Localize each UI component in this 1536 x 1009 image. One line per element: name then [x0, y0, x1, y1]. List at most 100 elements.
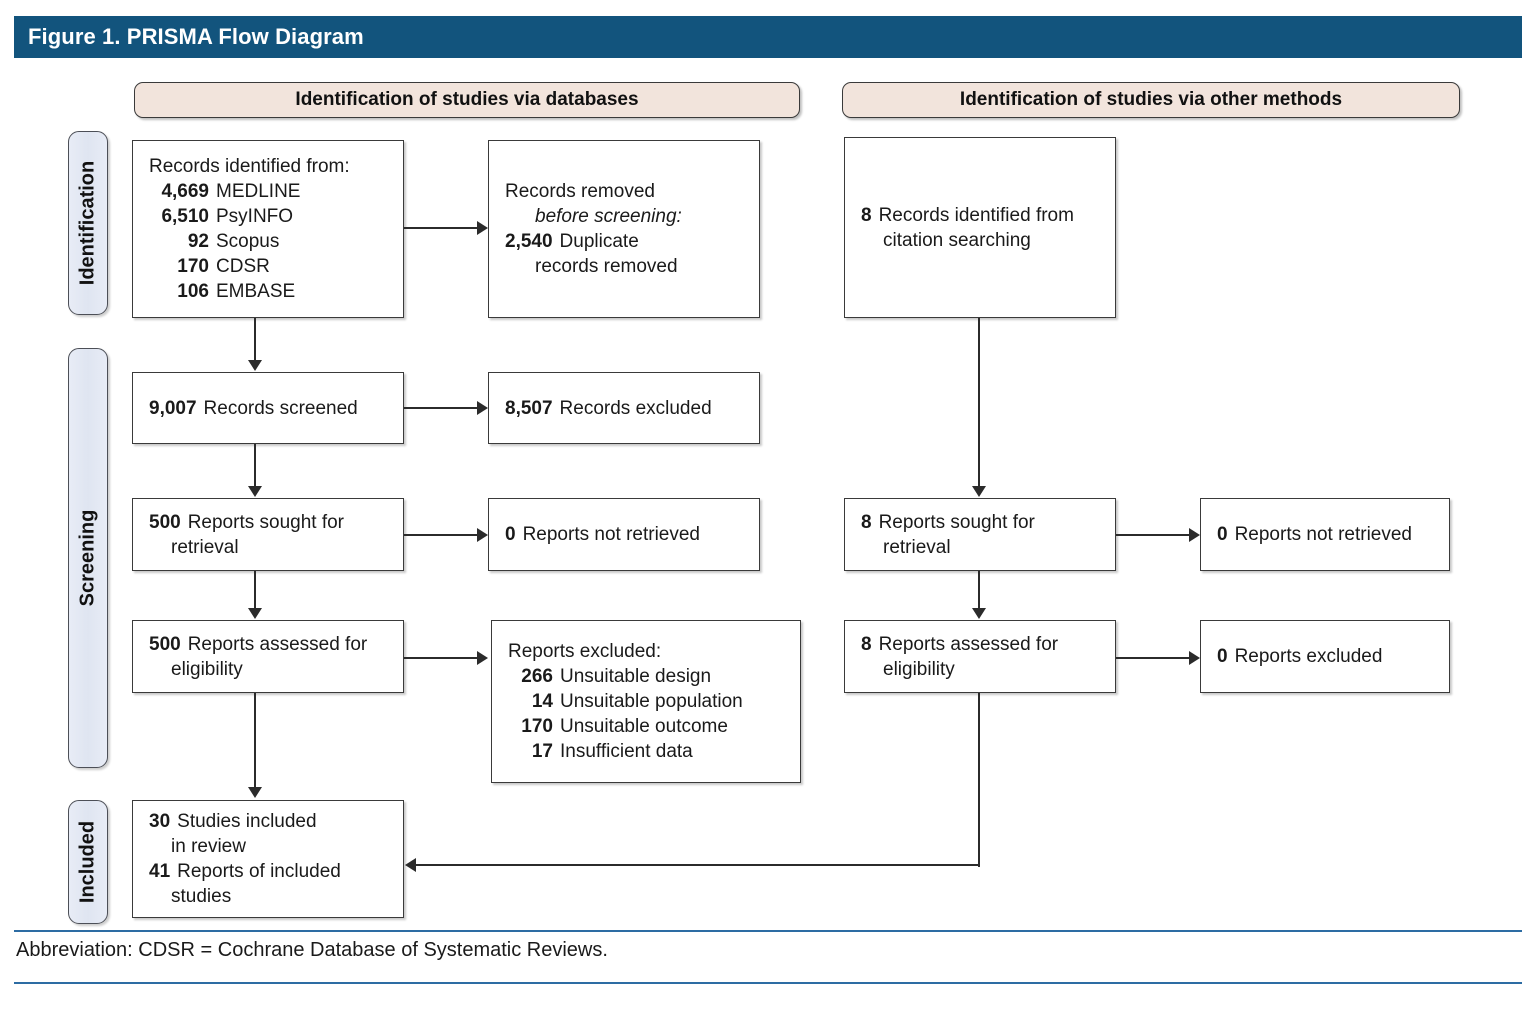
- reports-included-count: 41: [149, 861, 171, 882]
- records-identified-row: 6,510 PsyINFO: [149, 204, 391, 229]
- studies-included-label-cont: in review: [171, 836, 246, 857]
- records-excluded-row: 8,507 Records excluded: [505, 396, 747, 421]
- studies-included-row: 30 Studies included: [149, 809, 391, 834]
- reports-assessed-row: 500 Reports assessed for: [149, 632, 391, 657]
- box-records-excluded: 8,507 Records excluded: [488, 372, 760, 444]
- arrow-other-to-included-icon: [405, 858, 416, 872]
- connector-identified-to-screened: [254, 318, 257, 361]
- records-identified-row: 170 CDSR: [149, 254, 391, 279]
- other-records-identified-label-cont: citation searching: [883, 229, 1031, 251]
- reports-sought-label-cont: retrieval: [171, 536, 239, 558]
- reports-excluded-label-design: Unsuitable design: [560, 666, 712, 687]
- connector-other-assessed-to-included-horizontal: [416, 864, 980, 867]
- reports-not-retrieved-label: Reports not retrieved: [522, 524, 700, 545]
- other-reports-sought-count: 8: [861, 511, 872, 533]
- footer-rule-bottom: [14, 982, 1522, 984]
- reports-excluded-label-population: Unsuitable population: [560, 691, 743, 712]
- records-identified-count-cdsr: 170: [177, 256, 209, 277]
- other-reports-not-retrieved-count: 0: [1217, 524, 1228, 545]
- records-identified-row: 4,669 MEDLINE: [149, 179, 391, 204]
- reports-excluded-count-data: 17: [531, 741, 553, 762]
- box-reports-assessed: 500 Reports assessed for eligibility: [132, 620, 404, 693]
- box-records-screened: 9,007 Records screened: [132, 372, 404, 444]
- footer-rule-top: [14, 930, 1522, 932]
- records-removed-duplicate-label: Duplicate: [559, 231, 639, 252]
- records-identified-label-embase: EMBASE: [216, 281, 296, 302]
- stage-label-included-text: Included: [76, 820, 99, 904]
- records-removed-duplicate-label-cont: records removed: [535, 256, 678, 277]
- reports-assessed-count: 500: [149, 633, 181, 655]
- reports-sought-label: Reports sought for: [187, 511, 345, 533]
- reports-assessed-label-cont: eligibility: [171, 658, 243, 680]
- box-other-records-identified: 8 Records identified from citation searc…: [844, 137, 1116, 318]
- other-reports-excluded-row: 0 Reports excluded: [1217, 644, 1437, 669]
- records-screened-row: 9,007 Records screened: [149, 396, 391, 421]
- arrow-other-identified-to-sought-icon: [972, 486, 986, 497]
- reports-included-label: Reports of included: [177, 861, 341, 882]
- connector-assessed-to-reports-excluded: [404, 657, 478, 660]
- other-reports-excluded-count: 0: [1217, 646, 1228, 667]
- figure-footnote: Abbreviation: CDSR = Cochrane Database o…: [16, 939, 608, 961]
- other-reports-sought-label-cont: retrieval: [883, 536, 951, 558]
- connector-screened-to-excluded: [404, 407, 478, 410]
- records-screened-label: Records screened: [203, 397, 358, 419]
- box-records-removed: Records removed before screening: 2,540 …: [488, 140, 760, 318]
- reports-excluded-row: 266 Unsuitable design: [508, 664, 788, 689]
- other-reports-assessed-count: 8: [861, 633, 872, 655]
- other-reports-assessed-label: Reports assessed for: [878, 633, 1059, 655]
- reports-included-row: 41 Reports of included: [149, 859, 391, 884]
- studies-included-count: 30: [149, 811, 171, 832]
- box-other-reports-assessed: 8 Reports assessed for eligibility: [844, 620, 1116, 693]
- studies-included-label: Studies included: [177, 811, 317, 832]
- connector-other-assessed-to-excluded: [1116, 657, 1190, 660]
- other-reports-not-retrieved-label: Reports not retrieved: [1234, 524, 1412, 545]
- records-identified-label-psyinfo: PsyINFO: [216, 206, 294, 227]
- records-removed-line2: before screening:: [535, 206, 682, 227]
- records-identified-heading: Records identified from:: [149, 156, 350, 177]
- connector-other-assessed-to-included-vertical: [978, 693, 981, 867]
- column-banner-other-methods: Identification of studies via other meth…: [842, 82, 1460, 118]
- arrow-other-sought-to-not-retrieved-icon: [1189, 528, 1200, 542]
- figure-title-bar: Figure 1. PRISMA Flow Diagram: [14, 16, 1522, 58]
- column-banner-other-methods-label: Identification of studies via other meth…: [959, 89, 1343, 110]
- box-reports-sought: 500 Reports sought for retrieval: [132, 498, 404, 571]
- connector-other-sought-to-assessed: [978, 571, 981, 609]
- connector-sought-to-assessed: [254, 571, 257, 609]
- column-banner-databases: Identification of studies via databases: [134, 82, 800, 118]
- reports-included-label-cont: studies: [171, 886, 232, 907]
- records-identified-label-medline: MEDLINE: [216, 181, 301, 202]
- connector-screened-to-sought: [254, 444, 257, 487]
- stage-label-screening-text: Screening: [76, 509, 99, 607]
- connector-identified-to-removed: [404, 227, 478, 230]
- records-removed-duplicate-row: 2,540 Duplicate: [505, 229, 747, 254]
- reports-not-retrieved-count: 0: [505, 524, 516, 545]
- reports-excluded-label-outcome: Unsuitable outcome: [560, 716, 728, 737]
- reports-assessed-label: Reports assessed for: [187, 633, 368, 655]
- other-reports-assessed-row: 8 Reports assessed for: [861, 632, 1103, 657]
- arrow-screened-to-excluded-icon: [477, 401, 488, 415]
- records-identified-row: 106 EMBASE: [149, 279, 391, 304]
- records-removed-duplicate-count: 2,540: [505, 231, 553, 252]
- reports-excluded-heading: Reports excluded:: [508, 641, 662, 662]
- reports-excluded-count-outcome: 170: [521, 716, 553, 737]
- records-identified-count-scopus: 92: [187, 231, 209, 252]
- arrow-other-assessed-to-excluded-icon: [1189, 651, 1200, 665]
- arrow-identified-to-removed-icon: [477, 221, 488, 235]
- box-studies-included: 30 Studies included in review 41 Reports…: [132, 800, 404, 918]
- connector-assessed-to-included: [254, 693, 257, 788]
- other-reports-excluded-label: Reports excluded: [1234, 646, 1383, 667]
- other-reports-sought-row: 8 Reports sought for: [861, 510, 1103, 535]
- reports-excluded-count-design: 266: [521, 666, 553, 687]
- other-records-identified-label: Records identified from: [878, 204, 1074, 226]
- records-identified-row: 92 Scopus: [149, 229, 391, 254]
- connector-sought-to-not-retrieved: [404, 534, 478, 537]
- records-identified-label-scopus: Scopus: [216, 231, 280, 252]
- records-screened-count: 9,007: [149, 397, 197, 419]
- box-reports-excluded-detail: Reports excluded: 266 Unsuitable design …: [491, 620, 801, 783]
- records-identified-label-cdsr: CDSR: [216, 256, 270, 277]
- stage-label-screening: Screening: [68, 348, 108, 768]
- arrow-identified-to-screened-icon: [248, 360, 262, 371]
- box-other-reports-sought: 8 Reports sought for retrieval: [844, 498, 1116, 571]
- reports-sought-count: 500: [149, 511, 181, 533]
